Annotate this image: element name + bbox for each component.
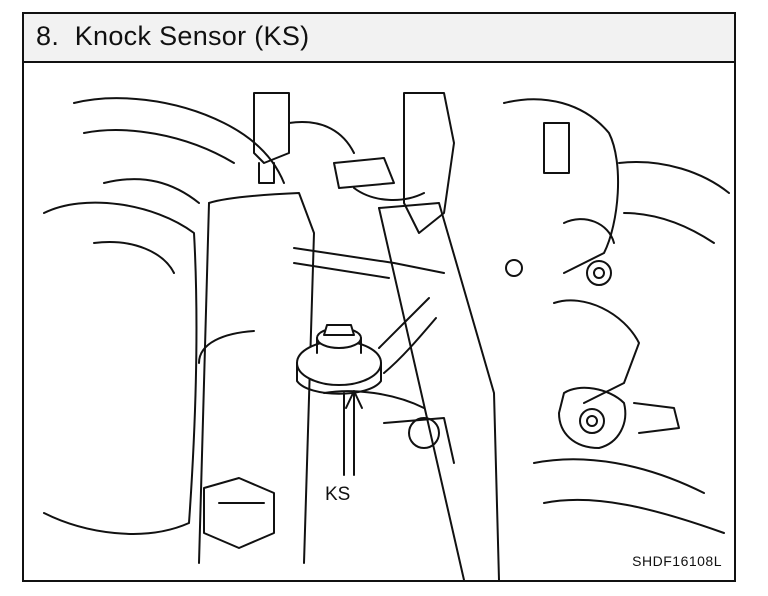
left-pipe [43,201,198,535]
right-housing [503,98,620,274]
connector-housing [403,92,455,234]
engine-illustration: KS [43,92,730,580]
figure-header: 8. Knock Sensor (KS) [24,14,734,63]
intake-runner-middle [378,202,500,580]
figure-frame: 8. Knock Sensor (KS) [22,12,736,582]
lower-bolt [203,477,275,549]
sensor-harness [378,297,437,374]
figure-code: SHDF16108L [632,553,722,569]
ks-callout-label: KS [325,484,350,505]
upper-bracket [253,92,290,164]
intake-runner-left [208,192,315,564]
callout-arrow [345,390,363,476]
figure-title: 8. Knock Sensor (KS) [36,21,310,51]
